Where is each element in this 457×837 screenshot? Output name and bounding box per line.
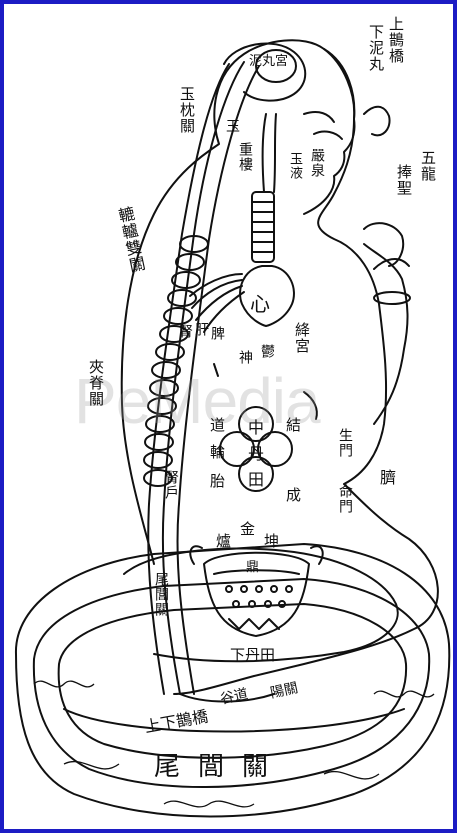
label-lower-4: 鼎 — [246, 556, 259, 575]
label-lower-2: 坤 — [264, 530, 279, 551]
label-spine-low: 夾脊關 — [88, 359, 103, 407]
label-organs-2: 肝 — [194, 322, 208, 337]
label-jade: 玉 — [226, 116, 240, 136]
label-dantian: 下丹田 — [230, 644, 275, 665]
label-heart: 心 — [250, 288, 270, 317]
watermark: PeMedia — [74, 364, 320, 438]
label-lower-3: 爐 — [216, 530, 231, 551]
label-organs-1: 脾 — [210, 326, 224, 341]
vertebrae — [144, 236, 208, 486]
label-center-2: 丹 — [248, 440, 264, 464]
label-center-1: 中 — [248, 414, 264, 438]
label-skull: 泥丸宮 — [249, 50, 288, 69]
trachea — [252, 192, 274, 262]
label-top-right: 上鵲橋 — [388, 16, 403, 64]
label-nose: 嚴泉 — [310, 148, 324, 178]
label-eye: 五龍 — [420, 150, 435, 182]
hand — [364, 223, 403, 266]
label-top-right-2: 下泥丸 — [368, 24, 383, 72]
label-right-3: 臍 — [380, 464, 396, 488]
label-right-2: 命門 — [338, 484, 352, 514]
label-lower-1: 金 — [240, 518, 255, 539]
label-center-5: 輪 — [210, 441, 225, 462]
label-spine-top: 玉枕關 — [179, 86, 194, 134]
label-organs-6: 絳宮 — [294, 322, 309, 354]
label-right-1: 生門 — [338, 428, 352, 458]
label-hands: 捧聖 — [396, 164, 411, 196]
label-center-7: 結 — [286, 414, 301, 435]
label-wuhu: 尾閭關 — [154, 572, 168, 617]
label-tongue: 玉液 — [288, 152, 301, 180]
label-center-4: 道 — [210, 414, 225, 435]
label-organs-4: 神 — [238, 350, 252, 365]
label-center-6: 胎 — [210, 470, 225, 491]
label-kidney: 腎戶 — [164, 470, 178, 500]
label-base-4: 尾閭關 — [154, 746, 286, 783]
label-organs-3: 腎 — [178, 324, 192, 339]
label-center-8: 成 — [286, 484, 301, 505]
label-center-3: 田 — [248, 466, 264, 490]
label-throat: 重樓 — [238, 142, 252, 172]
label-organs-5: 鬱 — [260, 344, 274, 359]
